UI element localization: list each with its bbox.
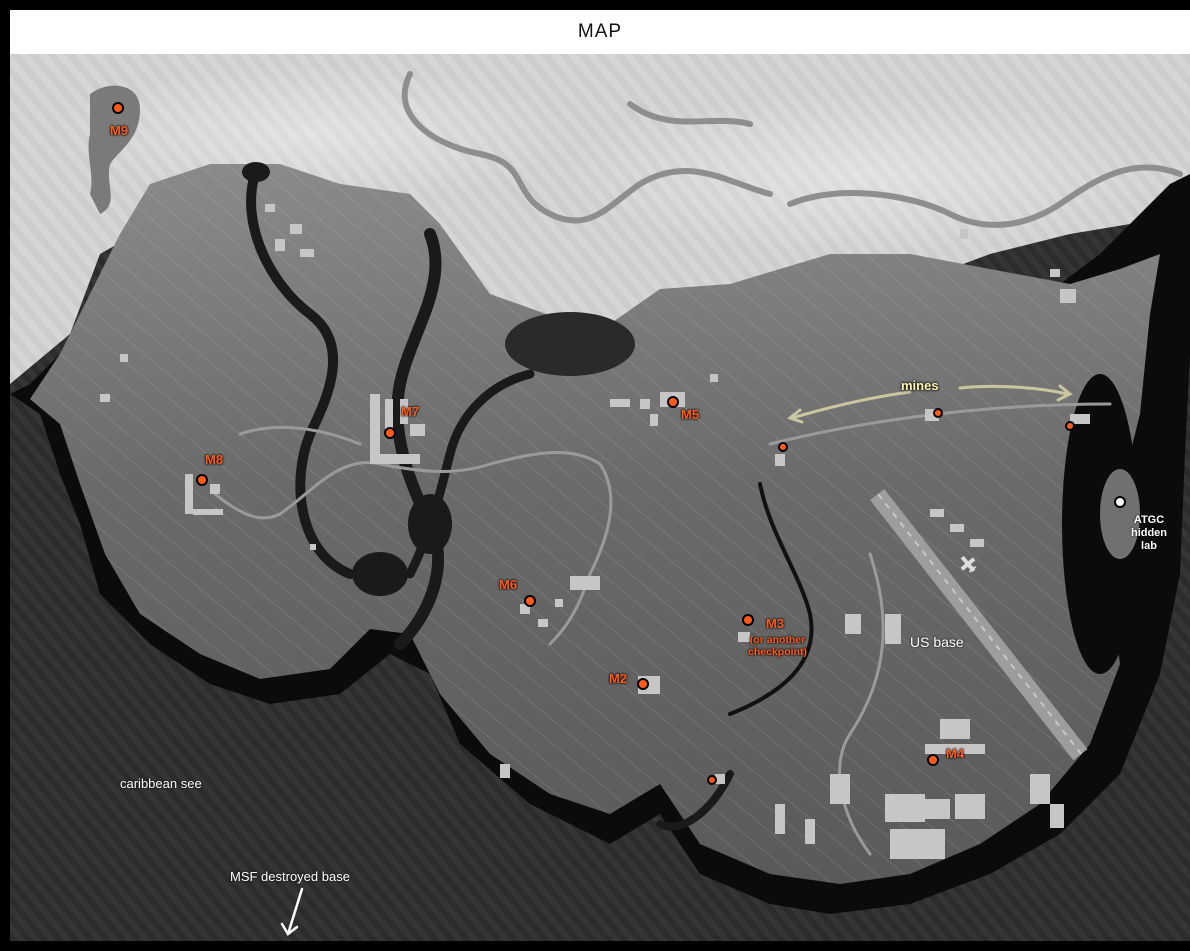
marker-dots: [112, 102, 1075, 785]
marker-m9[interactable]: M9: [110, 123, 129, 138]
title-bar: MAP: [10, 10, 1190, 54]
atgc-lab-label: ATGC hidden lab: [1130, 514, 1168, 552]
marker-m3[interactable]: M3: [766, 616, 785, 631]
marker-m5[interactable]: M5: [681, 407, 700, 422]
map-canvas: [10, 54, 1190, 941]
msf-base-label: MSF destroyed base: [230, 869, 350, 884]
arrow-icon: [280, 887, 304, 936]
mines-label: mines: [901, 378, 939, 393]
marker-m6[interactable]: M6: [499, 577, 518, 592]
marker-m2[interactable]: M2: [609, 671, 628, 686]
map-frame: MAP: [10, 10, 1190, 941]
marker-m3-note: (or another checkpoint): [748, 634, 807, 658]
lab-dot: [1114, 496, 1126, 508]
us-base-label: US base: [910, 634, 964, 650]
marker-m4[interactable]: M4: [946, 746, 965, 761]
page-title: MAP: [577, 21, 623, 42]
airplane-icon: [960, 555, 977, 573]
marker-m8[interactable]: M8: [205, 452, 224, 467]
sea-label: caribbean see: [120, 776, 202, 791]
mines-arrow: [786, 384, 1073, 424]
marker-m7[interactable]: M7: [401, 404, 420, 419]
map-area[interactable]: M9 M8 M7 M6 M5 M3 (or another checkpoint…: [10, 54, 1190, 941]
runway: [870, 489, 1088, 761]
